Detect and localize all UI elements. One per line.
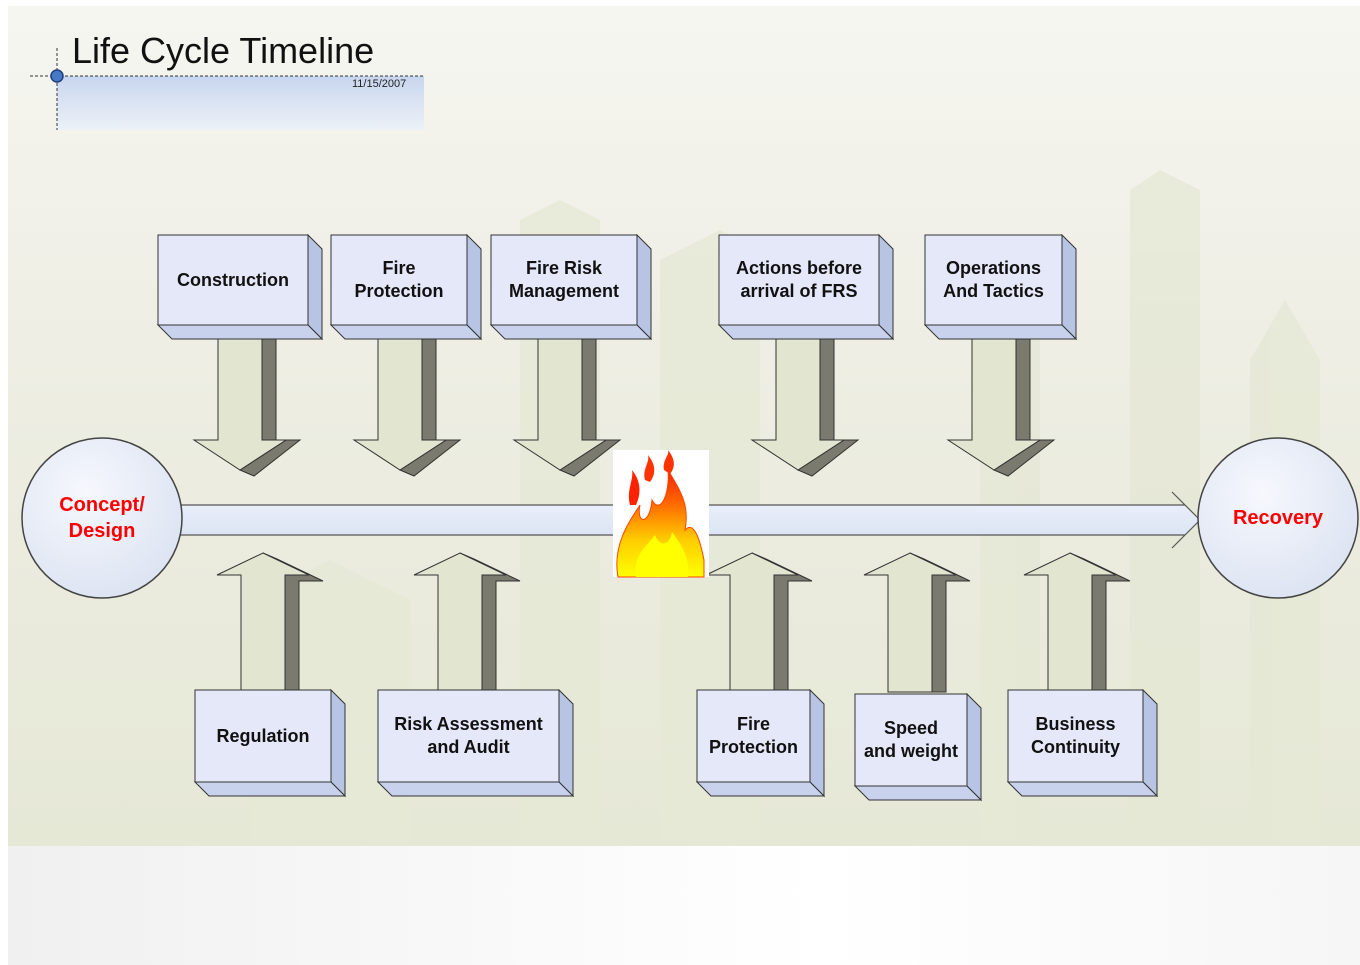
bottom-box-label-business-continuity: Business Continuity [1031,714,1120,757]
top-box-label-construction: Construction [177,269,289,290]
bottom-box-5 [1006,688,1159,798]
up-arrow-5 [1023,552,1131,693]
up-arrow-2 [413,552,521,693]
footer-band [8,846,1360,965]
bottom-box-label-speed-and-weight: Speed and weight [864,718,958,761]
title-band [57,76,424,130]
down-arrow-3 [512,337,622,477]
up-arrow-4 [863,552,971,693]
bottom-box-2 [376,688,575,798]
down-arrow-4 [750,337,860,477]
recovery-node [1197,437,1359,599]
bottom-box-3 [695,688,826,798]
top-box-1 [156,233,324,341]
bottom-box-label-regulation: Regulation [216,725,310,746]
bottom-factors [193,552,1159,802]
top-box-label-actions-before-arrival: Actions before arrival of FRS [735,258,863,301]
up-arrow-3 [705,552,813,693]
bottom-box-1 [193,688,347,798]
bottom-box-label-fire-protection: Fire Protection [708,714,798,757]
title-marker-dot [50,69,64,83]
page-title: Life Cycle Timeline [72,30,375,71]
top-box-label-fire-risk-management: Fire Risk Management [508,258,620,301]
top-box-3 [489,233,653,341]
top-box-4 [717,233,895,341]
recovery-label: Recovery [1232,507,1324,529]
top-box-label-fire-protection: Fire Protection [354,258,444,301]
top-box-label-operations-and-tactics: Operations And Tactics [943,258,1044,301]
bottom-box-label-risk-assessment: Risk Assessment and Audit [394,714,543,757]
down-arrow-5 [946,337,1056,477]
down-arrow-2 [352,337,462,477]
fire-icon [613,450,709,578]
down-arrow-1 [192,337,302,477]
top-box-5 [923,233,1078,341]
top-box-2 [329,233,483,341]
bottom-box-4 [853,692,983,802]
date-label: 11/15/2007 [352,78,407,90]
concept-design-node [21,437,183,599]
concept-design-label: Concept/ Design [59,494,145,542]
up-arrow-1 [216,552,324,693]
top-factors [156,233,1078,477]
